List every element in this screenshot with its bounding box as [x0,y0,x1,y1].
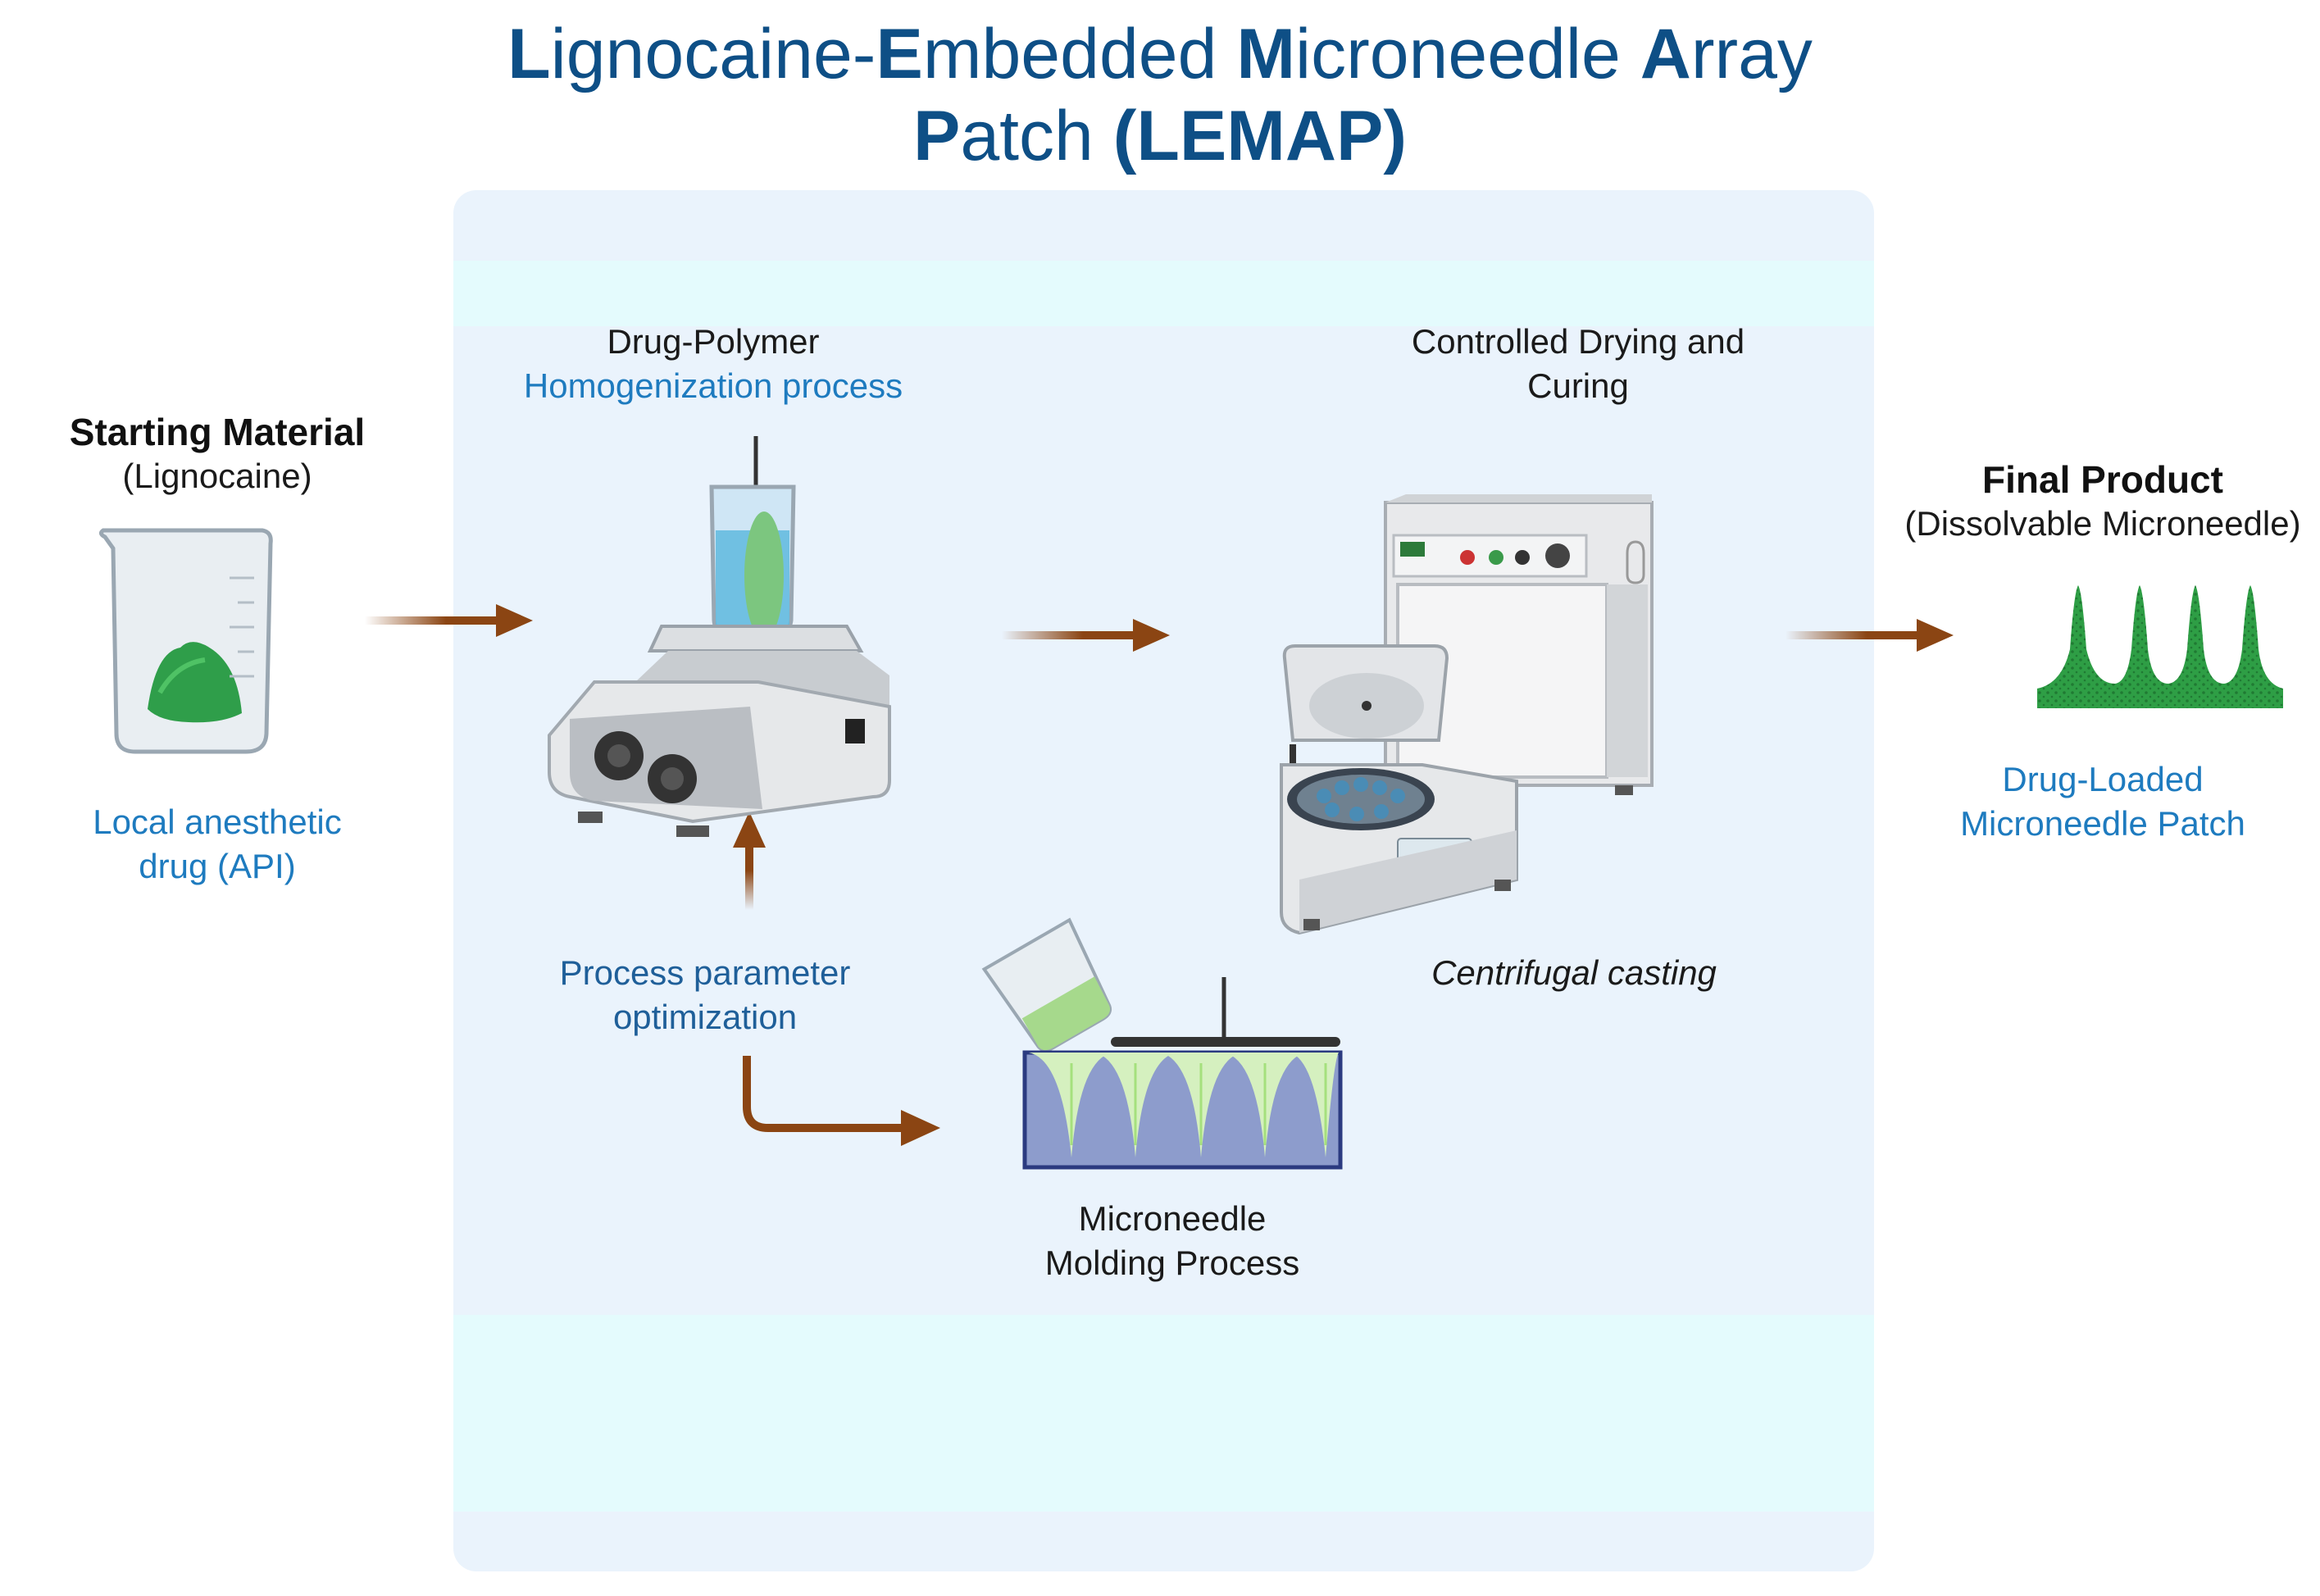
title-line-2: Patch (LEMAP) [0,95,2320,177]
optimization-line2: optimization [612,998,798,1036]
title-word: rray [1690,15,1813,93]
homogenization-line1: Drug-Polymer [607,322,820,361]
beaker-with-powder-icon [98,528,273,754]
homogenization-label: Drug-Polymer Homogenization process [467,320,959,408]
centrifuge-icon [1280,644,1518,935]
drying-oven-icon [1384,494,1654,795]
starting-material-caption: Local anesthetic drug (API) [0,800,434,889]
homogenization-line2: Homogenization process [523,366,903,405]
arrow-homogenization-to-drying [1002,619,1170,652]
drying-line1: Controlled Drying and [1411,322,1745,361]
centrifugal-casting-text: Centrifugal casting [1431,953,1717,992]
molding-label: Microneedle Molding Process [926,1197,1418,1285]
centrifugal-casting-label: Centrifugal casting [1328,951,1820,995]
starting-material-caption-line2: drug (API) [139,847,296,885]
arrow-optimization-to-stirrer [733,812,766,910]
magnetic-stirrer-icon [548,436,891,837]
arrow-drying-to-final [1785,619,1954,652]
starting-material-caption-line1: Local anesthetic [93,803,342,841]
final-product-heading: Final Product [1982,458,2223,501]
title-word: mbedded [922,15,1237,93]
panel-band-bottom [453,1315,1874,1512]
microneedle-patch-icon [2037,585,2283,708]
title-initial: L [507,15,551,93]
molding-line2: Molding Process [1044,1244,1300,1282]
final-product-subheading: (Dissolvable Microneedle) [1904,504,2301,543]
optimization-line1: Process parameter [559,953,851,992]
title-word: icroneedle [1294,15,1640,93]
starting-material-heading: Starting Material [69,411,366,453]
microneedle-mold-icon [1022,977,1343,1170]
title-line-1: Lignocaine-Embedded Microneedle Array [0,13,2320,95]
starting-material-block: Starting Material (Lignocaine) [0,410,434,498]
title-initial: A [1640,15,1691,93]
final-product-block: Final Product (Dissolvable Microneedle) [1861,457,2320,546]
pouring-beaker-icon [981,917,1112,1053]
final-product-caption-line2: Microneedle Patch [1960,804,2245,843]
arrow-optimization-to-molding [743,1056,940,1146]
panel-band-top [453,261,1874,326]
drying-line2: Curing [1527,366,1629,405]
title-word: atch [960,97,1113,175]
title-initial: P [912,97,961,175]
title-initial: E [876,15,923,93]
arrow-start-to-homogenization [365,604,533,637]
diagram-title: Lignocaine-Embedded Microneedle Array Pa… [0,13,2320,177]
optimization-label: Process parameter optimization [459,951,951,1039]
final-product-caption: Drug-Loaded Microneedle Patch [1886,757,2320,846]
starting-material-subheading: (Lignocaine) [122,457,312,495]
title-initial: M [1236,15,1295,93]
process-panel [453,190,1874,1571]
drying-label: Controlled Drying and Curing [1328,320,1828,408]
molding-line1: Microneedle [1078,1199,1267,1238]
final-product-caption-line1: Drug-Loaded [2002,760,2204,798]
title-word: ignocaine- [550,15,876,93]
title-acronym: (LEMAP) [1112,97,1408,175]
